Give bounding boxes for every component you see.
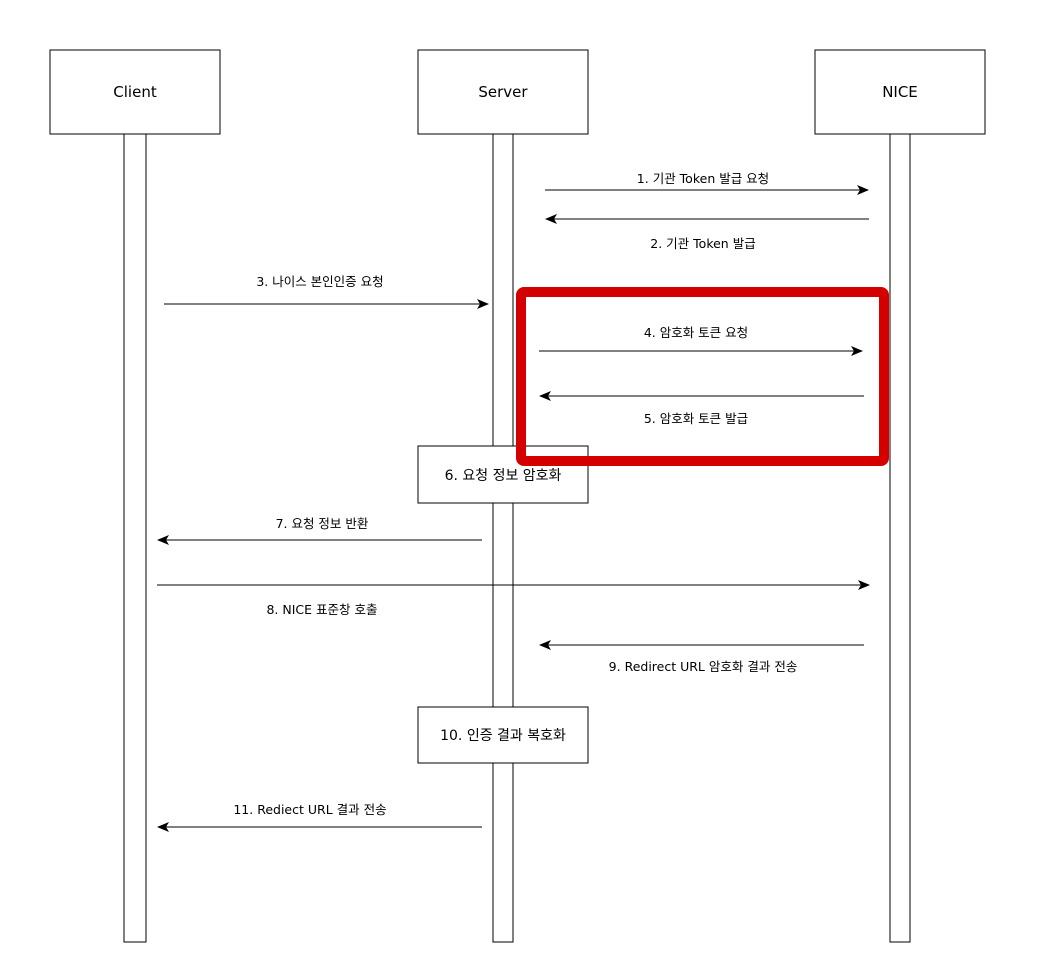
note-10-label: 10. 인증 결과 복호화 [440,728,566,744]
message-5-label: 5. 암호화 토큰 발급 [644,411,748,426]
participant-nice-label: NICE [882,83,918,101]
message-11-label: 11. Rediect URL 결과 전송 [233,802,386,817]
message-1: 1. 기관 Token 발급 요청 [545,171,869,195]
message-3: 3. 나이스 본인인증 요청 [164,274,489,309]
message-4: 4. 암호화 토큰 요청 [539,325,863,356]
participant-client: Client [49,49,221,135]
note-10: 10. 인증 결과 복호화 [417,706,589,764]
highlight-box [516,287,889,466]
lifeline-client [123,133,147,943]
message-2-label: 2. 기관 Token 발급 [650,236,755,251]
participant-client-label: Client [113,83,157,101]
message-9-label: 9. Redirect URL 암호화 결과 전송 [609,659,798,674]
participant-nice: NICE [814,49,986,135]
message-8-label: 8. NICE 표준창 호출 [266,602,377,617]
note-6: 6. 요청 정보 암호화 [417,445,589,504]
lifeline-server [492,133,514,943]
message-1-label: 1. 기관 Token 발급 요청 [637,171,769,186]
lifeline-nice [889,133,911,943]
participant-server: Server [417,49,589,135]
message-3-label: 3. 나이스 본인인증 요청 [256,274,383,289]
message-11: 11. Rediect URL 결과 전송 [157,802,482,832]
message-5: 5. 암호화 토큰 발급 [539,391,864,426]
message-2: 2. 기관 Token 발급 [545,214,869,251]
note-6-label: 6. 요청 정보 암호화 [445,468,562,484]
message-7-label: 7. 요청 정보 반환 [276,516,369,531]
participant-server-label: Server [478,83,528,101]
message-9: 9. Redirect URL 암호화 결과 전송 [539,640,864,674]
message-8: 8. NICE 표준창 호출 [157,580,870,617]
message-7: 7. 요청 정보 반환 [157,516,482,545]
message-4-label: 4. 암호화 토큰 요청 [644,325,748,340]
